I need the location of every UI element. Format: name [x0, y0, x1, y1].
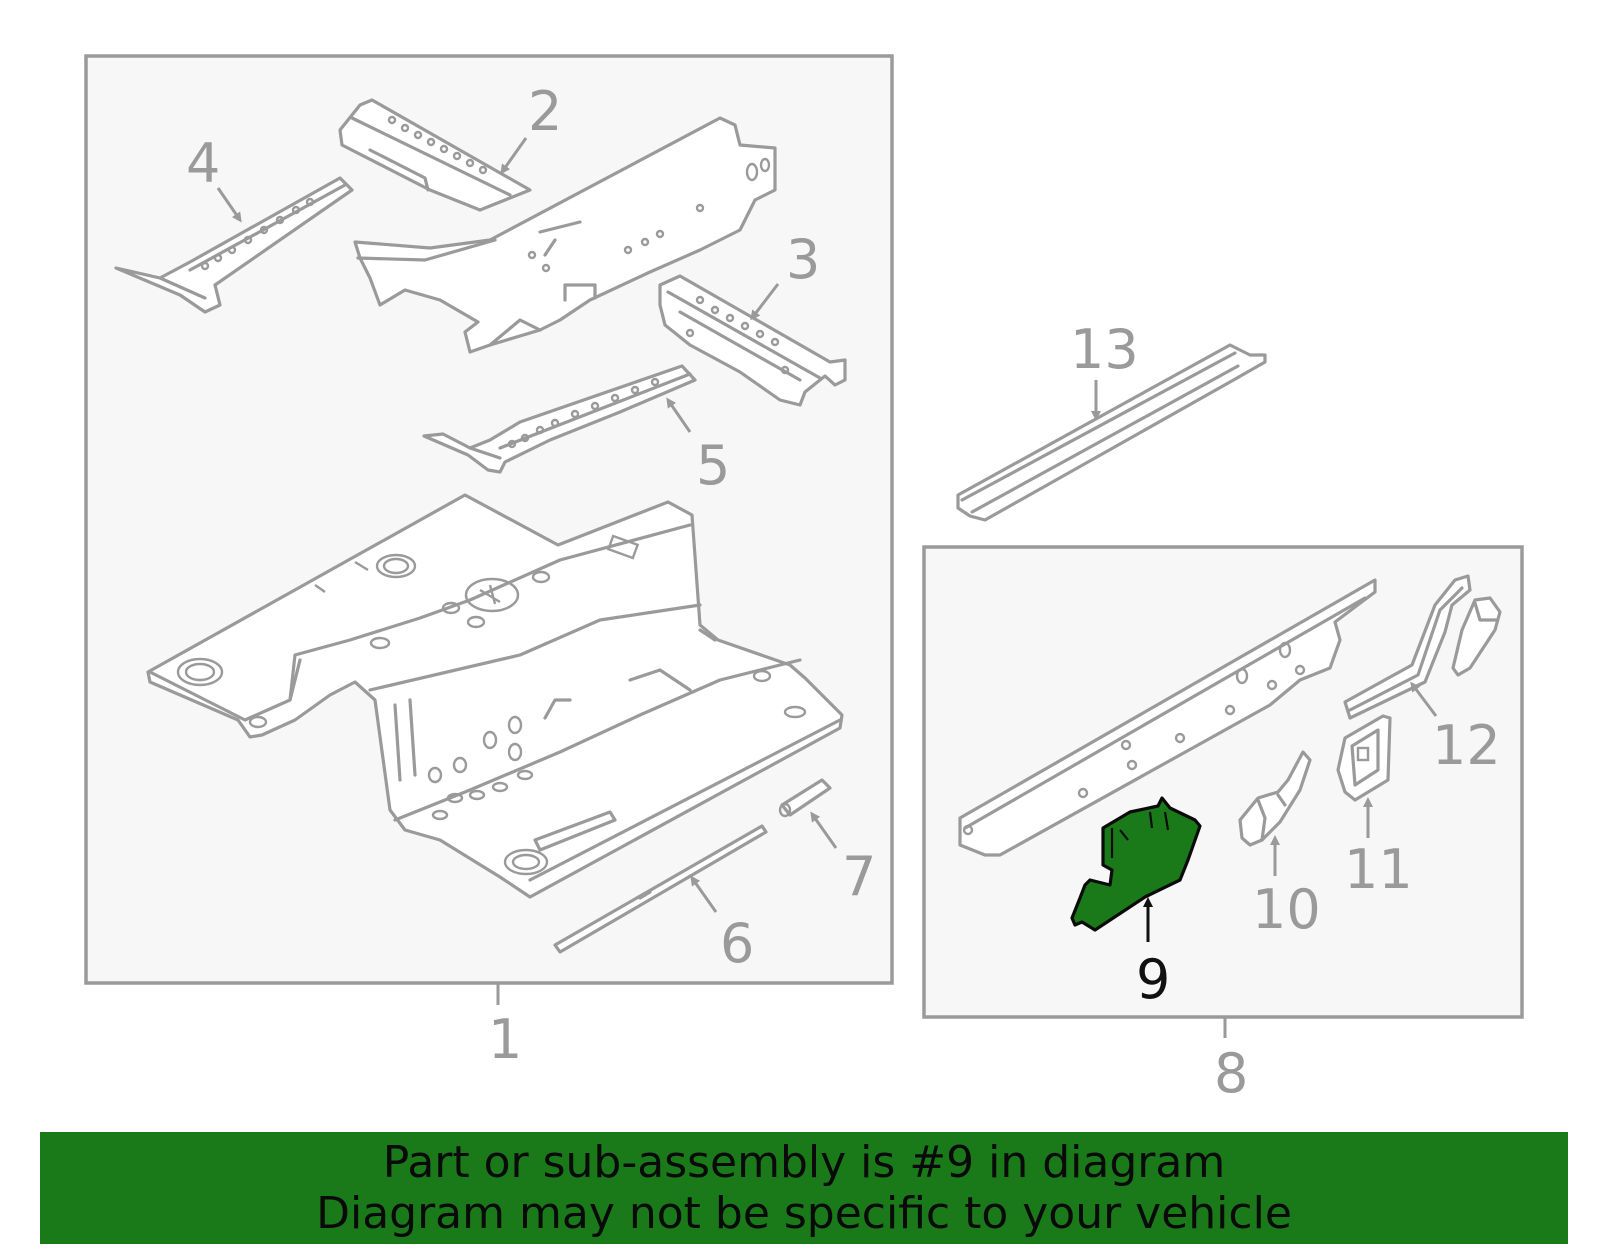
- callout-6: 6: [720, 912, 754, 975]
- callout-11: 11: [1344, 838, 1413, 901]
- callout-2: 2: [528, 80, 562, 143]
- leader-5: [666, 397, 692, 433]
- part-13-sill[interactable]: [956, 343, 1267, 522]
- part-6-rod[interactable]: [553, 824, 768, 954]
- callout-1: 1: [488, 1008, 522, 1071]
- callout-5: 5: [696, 434, 730, 497]
- callout-12: 12: [1432, 714, 1501, 777]
- callout-13: 13: [1070, 318, 1139, 381]
- leader-7: [810, 811, 838, 849]
- callout-4: 4: [186, 132, 220, 195]
- part-11-plate[interactable]: [1336, 714, 1392, 802]
- part-12-small-brace[interactable]: [1451, 596, 1502, 677]
- info-banner: Part or sub-assembly is #9 in diagram Di…: [40, 1132, 1568, 1244]
- leader-2: [500, 137, 528, 175]
- banner-line-2: Diagram may not be specific to your vehi…: [316, 1188, 1292, 1239]
- tunnel-panel[interactable]: [353, 116, 777, 354]
- leader-6: [690, 875, 718, 913]
- leader-3: [750, 283, 780, 321]
- part-7-pin[interactable]: [778, 778, 832, 818]
- callout-8: 8: [1214, 1042, 1248, 1105]
- callout-9: 9: [1136, 948, 1170, 1011]
- part-3-rail[interactable]: [658, 274, 847, 407]
- callout-3: 3: [786, 228, 820, 291]
- part-10-bracket[interactable]: [1238, 750, 1312, 847]
- parts-diagram: 2 4 3: [84, 54, 1524, 1105]
- floor-pan[interactable]: [146, 493, 844, 899]
- banner-line-1: Part or sub-assembly is #9 in diagram: [382, 1137, 1226, 1188]
- callout-7: 7: [842, 845, 876, 908]
- part-9-highlighted[interactable]: [1070, 796, 1202, 932]
- part-5-rail[interactable]: [422, 364, 697, 474]
- part-4-rail[interactable]: [114, 176, 354, 314]
- callout-10: 10: [1252, 878, 1321, 941]
- leader-4: [216, 187, 242, 223]
- leader-12: [1410, 681, 1438, 717]
- part-12-brace[interactable]: [1343, 574, 1472, 720]
- rocker-rail[interactable]: [958, 578, 1377, 857]
- part-2-crossmember[interactable]: [338, 98, 532, 212]
